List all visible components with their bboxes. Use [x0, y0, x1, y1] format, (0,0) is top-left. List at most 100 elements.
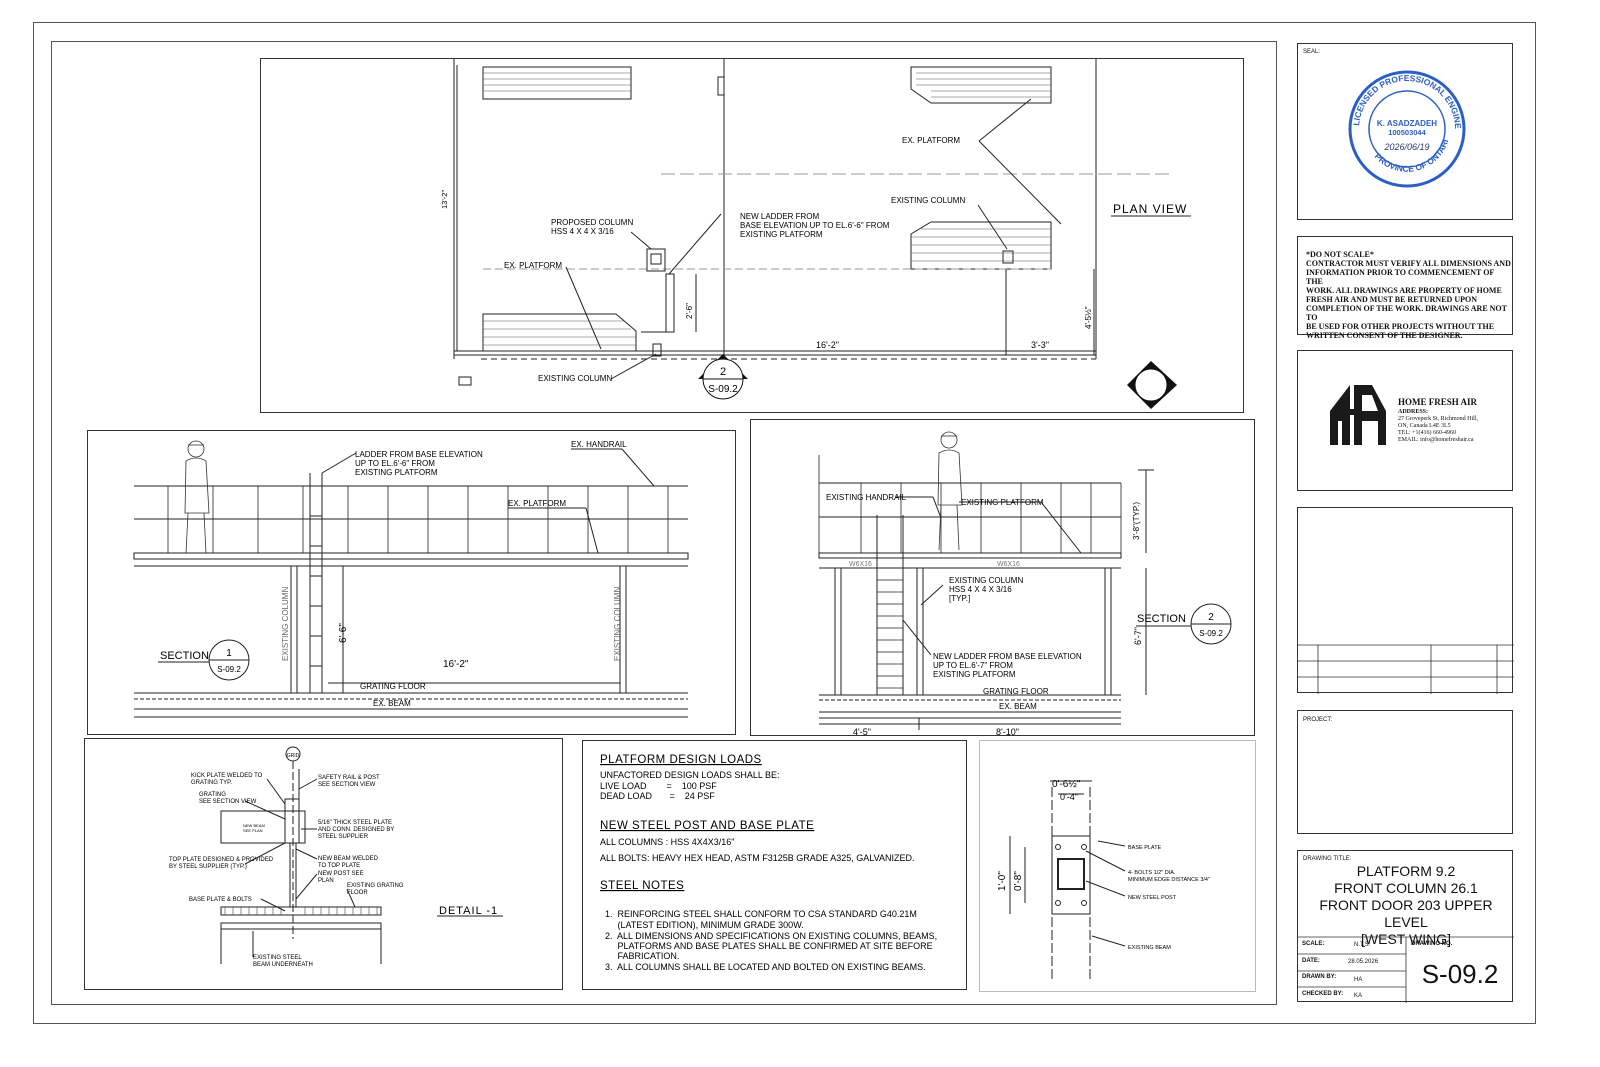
notes-n2b: PLATFORMS AND BASE PLATES SHALL BE CONFI… — [605, 941, 933, 951]
engineer-seal-icon: LICENSED PROFESSIONAL ENGINEER PROVINCE … — [1346, 68, 1466, 188]
d1-title: DETAIL -1 — [439, 905, 498, 917]
d1-grid: GRID — [287, 753, 300, 759]
scale-label: SCALE: — [1302, 941, 1325, 947]
hfa-logo-icon — [1330, 385, 1386, 445]
plan-dim-ladder: 2'-6" — [685, 303, 694, 319]
notes-h1: PLATFORM DESIGN LOADS — [600, 754, 762, 766]
s2-col-3: [TYP.] — [949, 594, 970, 603]
detail-1-panel: GRID KICK PLATE WELDED TO GRATING TYP. G… — [84, 738, 563, 990]
section-1-drawing: LADDER FROM BASE ELEVATION UP TO EL.6'-6… — [133, 440, 689, 718]
plan-label-proposed-column-2: HSS 4 X 4 X 3/16 — [551, 227, 614, 236]
s2-platform: EXISTING PLATFORM — [961, 498, 1044, 507]
plan-label-existing-column-r: EXISTING COLUMN — [891, 196, 965, 205]
seal-box: SEAL: LICENSED PROFESSIONAL ENGINEER PRO… — [1297, 43, 1513, 220]
s1-dim-width: 16'-2" — [443, 659, 469, 670]
bp-bolts-2: MINIMUM EDGE DISTANCE 3/4" — [1128, 877, 1210, 883]
s2-handrail: EXISTING HANDRAIL — [826, 493, 907, 502]
drawing-area — [51, 41, 1277, 1005]
s1-num: 1 — [226, 648, 232, 659]
notice-title: *DO NOT SCALE* — [1306, 250, 1374, 259]
s2-ladder-3: EXISTING PLATFORM — [933, 670, 1016, 679]
company-box: HOME FRESH AIR ADDRESS: 27 Groveperk St,… — [1297, 350, 1513, 491]
bp-post: NEW STEEL POST — [1128, 895, 1177, 901]
d1-plate-3: STEEL SUPPLIER — [318, 834, 369, 840]
d1-beam-2: BEAM UNDERNEATH — [253, 962, 313, 968]
notes-l1: UNFACTORED DESIGN LOADS SHALL BE: — [600, 770, 780, 780]
bp-beam: EXISTING BEAM — [1128, 945, 1171, 951]
drawing-title-line-2: FRONT COLUMN 26.1 — [1334, 880, 1478, 896]
drawing-title-box: DRAWING TITLE: PLATFORM 9.2 FRONT COLUMN… — [1297, 850, 1514, 1003]
revision-table-lines — [1298, 644, 1514, 694]
notes-n1a: 1. REINFORCING STEEL SHALL CONFORM TO CS… — [605, 909, 917, 919]
revision-box — [1297, 507, 1514, 694]
notes-l5: ALL BOLTS: HEAVY HEX HEAD, ASTM F3125B G… — [600, 853, 914, 863]
notes-h2: NEW STEEL POST AND BASE PLATE — [600, 820, 814, 832]
plan-sec-num: 2 — [720, 366, 726, 378]
plan-dim-right: 3'-3" — [1031, 340, 1049, 350]
drawing-number: S-09.2 — [1421, 959, 1499, 989]
notice-line-6: BE USED FOR OTHER PROJECTS WITHOUT THE — [1306, 322, 1495, 331]
d1-weld-2: TO TOP PLATE — [318, 863, 360, 869]
plan-dim-col: 4'-5½" — [1084, 306, 1093, 329]
sheet-border — [33, 22, 1536, 1024]
d1-kick-1: KICK PLATE WELDED TO — [191, 773, 263, 779]
d1-plate-1: 5/16" THICK STEEL PLATE — [318, 820, 392, 826]
s1-dim-height: 6'-6" — [338, 623, 349, 643]
notes-h3: STEEL NOTES — [600, 880, 684, 892]
d1-safety-2: SEE SECTION VIEW — [318, 782, 376, 788]
company-name: HOME FRESH AIR — [1398, 397, 1478, 407]
s2-beam-l: W6X16 — [849, 561, 872, 568]
d1-kick-2: GRATING TYP. — [191, 780, 232, 786]
s1-platform: EX. PLATFORM — [508, 499, 566, 508]
notes-n1b: (LATEST EDITION), MINIMUM GRADE 300W. — [605, 920, 804, 930]
s1-grating: GRATING FLOOR — [360, 682, 426, 691]
company-email: EMAIL: info@homefreshair.ca — [1398, 437, 1474, 443]
notes-text: PLATFORM DESIGN LOADS UNFACTORED DESIGN … — [600, 754, 937, 972]
d1-floor-2: FLOOR — [347, 890, 368, 896]
d1-top-1: TOP PLATE DESIGNED & PROVIDED — [169, 857, 274, 863]
s2-col-1: EXISTING COLUMN — [949, 576, 1023, 585]
drawing-title-label: DRAWING TITLE: — [1303, 856, 1352, 862]
d1-safety-1: SAFETY RAIL & POST — [318, 775, 380, 781]
section-2-panel: EXISTING HANDRAIL EXISTING PLATFORM 3'-8… — [750, 419, 1255, 737]
s2-title: SECTION — [1137, 613, 1186, 625]
checked-by-value: KA — [1354, 993, 1363, 999]
plan-dim-main: 16'-2" — [816, 340, 839, 350]
notice-line-1: CONTRACTOR MUST VERIFY ALL DIMENSIONS AN… — [1306, 259, 1511, 268]
s2-beam-r: W6X16 — [997, 561, 1020, 568]
notes-l4: ALL COLUMNS : HSS 4X4X3/16" — [600, 837, 734, 847]
drawing-title-line-3: FRONT DOOR 203 UPPER LEVEL — [1319, 897, 1493, 930]
project-label: PROJECT: — [1303, 717, 1333, 723]
plan-label-new-ladder-3: EXISTING PLATFORM — [740, 230, 823, 239]
detail-1-drawing: GRID KICK PLATE WELDED TO GRATING TYP. G… — [169, 746, 503, 968]
s1-col-left: EXISTING COLUMN — [281, 587, 290, 661]
d1-grating-1: GRATING — [199, 792, 226, 798]
notes-n2c: FABRICATION. — [605, 951, 679, 961]
plan-view-panel: 2 S-09.2 13'-2" 16'-2" 3'-3" 2'-6" 4'-5½… — [260, 58, 1244, 413]
s2-beam: EX. BEAM — [999, 702, 1037, 711]
bp-dim-h: 1'-0" — [997, 871, 1008, 891]
d1-floor-1: EXISTING GRATING — [347, 883, 404, 889]
plan-label-proposed-column: PROPOSED COLUMN — [551, 218, 633, 227]
title-block-grid — [1298, 936, 1514, 1003]
s2-ref: S-09.2 — [1199, 629, 1223, 638]
s1-ladder-2: UP TO EL.6'-6" FROM — [355, 459, 435, 468]
s1-beam: EX. BEAM — [373, 699, 411, 708]
d1-base: BASE PLATE & BOLTS — [189, 897, 252, 903]
bp-base-plate: BASE PLATE — [1128, 845, 1162, 851]
section-2-drawing: EXISTING HANDRAIL EXISTING PLATFORM 3'-8… — [818, 431, 1232, 737]
drawn-by-label: DRAWN BY: — [1302, 974, 1337, 980]
drawing-number-label: DRAWING NO. — [1411, 941, 1453, 947]
seal-label: SEAL: — [1303, 49, 1321, 55]
d1-newbeam-2: SEE PLAN — [243, 828, 263, 833]
s2-dim-a: 4'-5" — [853, 727, 871, 737]
d1-post-1: NEW POST SEE — [318, 871, 364, 877]
d1-plate-2: AND CONN. DESIGNED BY — [318, 827, 394, 833]
company-address-label: ADDRESS: — [1398, 409, 1429, 415]
plan-label-ex-platform-left: EX. PLATFORM — [504, 261, 562, 270]
s2-dim-height: 6'-7" — [1133, 627, 1143, 645]
company-address-2: ON, Canada L4E 3L5 — [1398, 423, 1451, 429]
section-marker-2-right — [1127, 361, 1177, 409]
plan-sec-ref: S-09.2 — [708, 384, 738, 395]
s2-col-2: HSS 4 X 4 X 3/16 — [949, 585, 1012, 594]
